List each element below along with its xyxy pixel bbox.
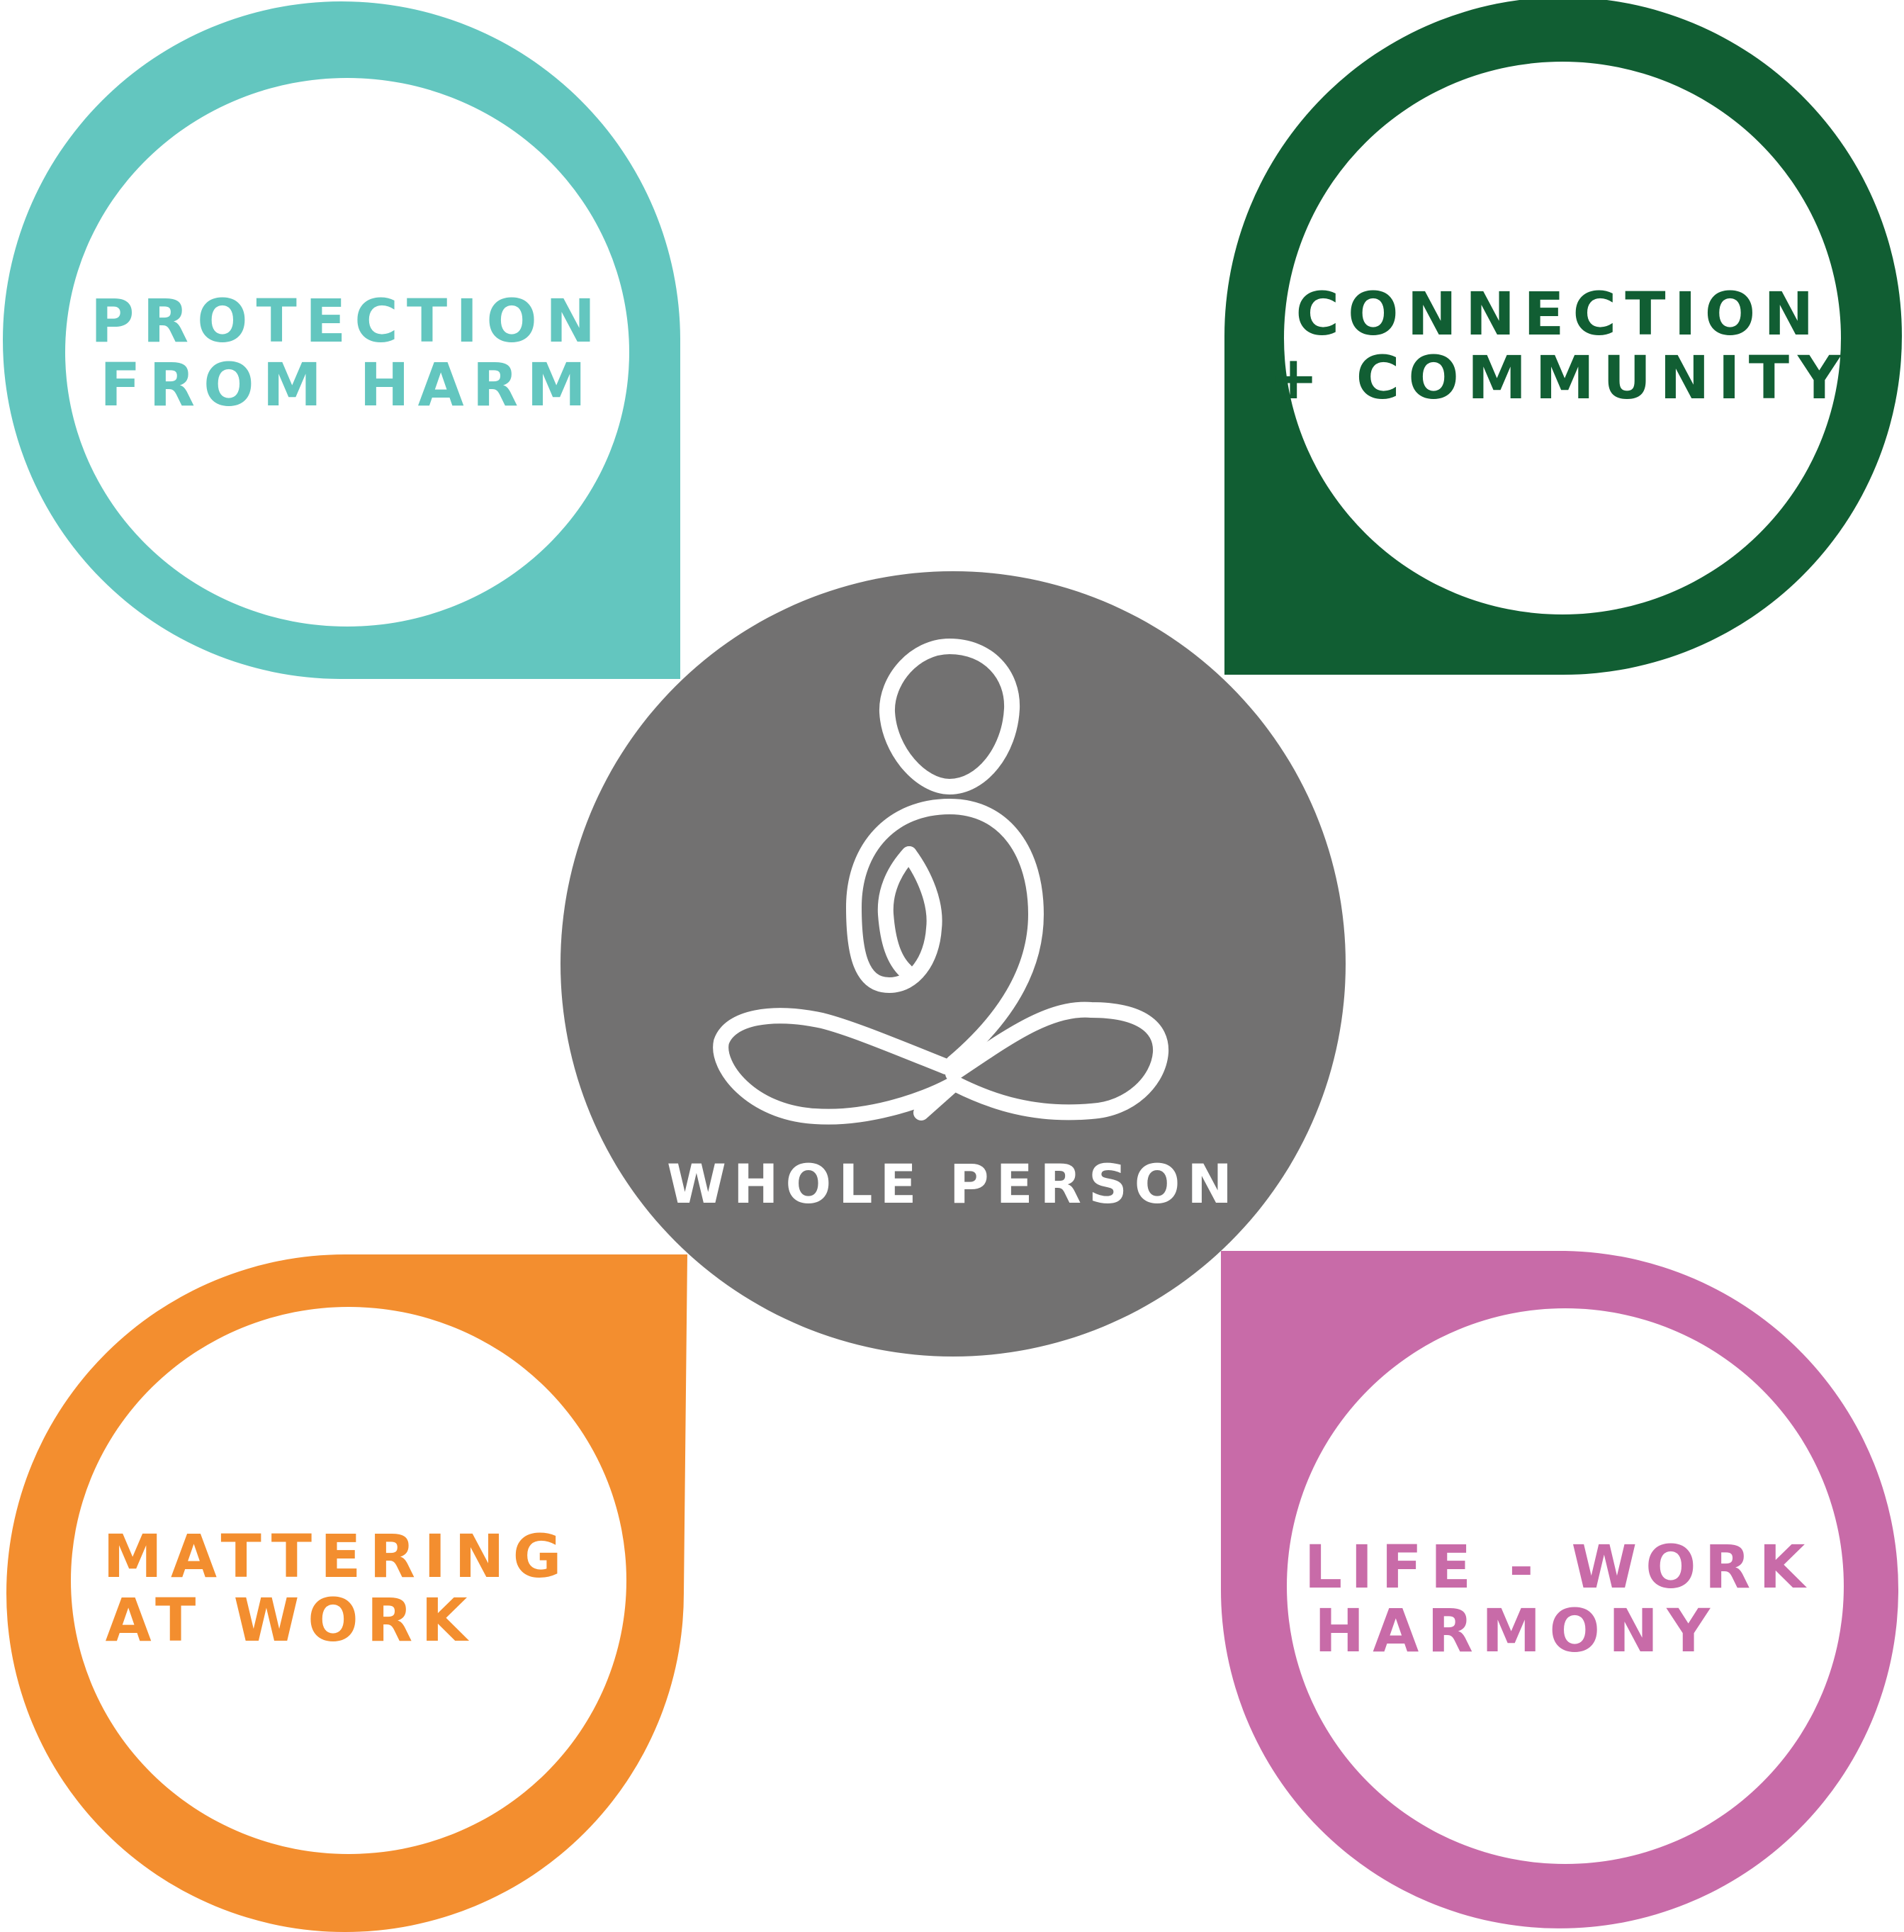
- pillar-connection-line2: + COMMUNITY: [1268, 343, 1849, 412]
- pillar-harmony-line1: LIFE - WORK: [1305, 1532, 1814, 1602]
- person-right-leg: [945, 1001, 1169, 1121]
- pillar-protection-line1: PROTECTION: [91, 286, 604, 356]
- person-head: [879, 639, 1020, 794]
- pillar-connection-line1: CONNECTION: [1296, 279, 1823, 349]
- pillar-harmony-inner: [1287, 1308, 1844, 1864]
- person-left-leg: [713, 1008, 961, 1125]
- pillar-harmony-line2: HARMONY: [1314, 1596, 1718, 1666]
- pillar-connection-inner: [1284, 62, 1841, 614]
- person-arm: [942, 799, 1044, 1071]
- pillar-protection-inner: [65, 78, 629, 627]
- pillar-mattering-line2: AT WORK: [106, 1585, 476, 1655]
- pillar-life-work-harmony: LIFE - WORK HARMONY: [1221, 1251, 1898, 1928]
- meditating-person-icon: [713, 639, 1169, 1125]
- pillar-mattering-at-work: MATTERING AT WORK: [6, 1254, 687, 1932]
- person-hands: [877, 846, 917, 979]
- center-circle: [561, 571, 1346, 1357]
- person-torso: [846, 799, 957, 993]
- pillar-connection-community: CONNECTION + COMMUNITY: [1224, 0, 1902, 675]
- pillar-protection-from-harm: PROTECTION FROM HARM: [3, 1, 681, 680]
- pillar-protection-line2: FROM HARM: [100, 350, 595, 420]
- center-whole-person: WHOLE PERSON: [561, 571, 1346, 1357]
- pillar-mattering-line1: MATTERING: [103, 1522, 570, 1591]
- pillar-mattering-inner: [71, 1307, 626, 1854]
- center-label: WHOLE PERSON: [667, 1152, 1239, 1215]
